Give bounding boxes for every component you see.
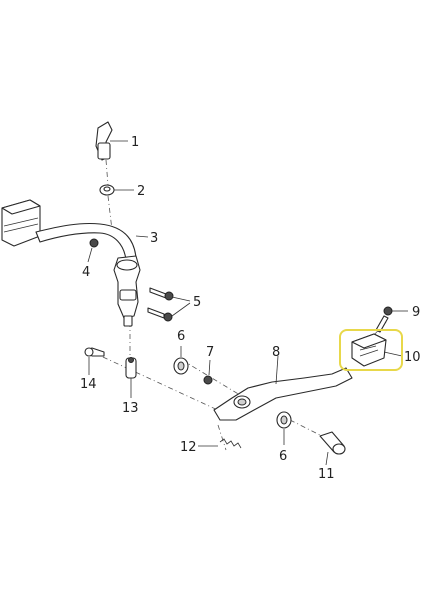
callout-labels: 1 2 3 4 5 6 7 8 9 10 6 11 12 13 14 [80, 135, 421, 482]
pedal-pad-part [351, 333, 403, 367]
callout-5: 5 [193, 295, 201, 310]
washer-part [99, 184, 134, 196]
master-cylinder-part [113, 255, 141, 327]
bolt-14-part [84, 347, 105, 375]
callout-6-upper: 6 [177, 329, 185, 344]
callout-12: 12 [180, 440, 197, 455]
callout-1: 1 [131, 135, 139, 150]
pivot-bolt-part [319, 431, 346, 466]
nut-part [87, 238, 99, 263]
callout-4: 4 [82, 265, 90, 280]
bushing-upper-part [173, 346, 189, 375]
highlight-box [339, 329, 403, 371]
callout-6-lower: 6 [279, 449, 287, 464]
brake-pedal-lever-part [213, 355, 353, 421]
mounting-bolts-part [147, 287, 191, 322]
screw-part [375, 306, 408, 333]
hose-fitting-part [95, 121, 128, 161]
spacer-part [203, 359, 213, 385]
callout-3: 3 [150, 231, 158, 246]
return-spring-part [198, 438, 242, 449]
reservoir-part [1, 199, 41, 247]
callout-8: 8 [272, 345, 280, 360]
callout-13: 13 [122, 401, 139, 416]
callout-11: 11 [318, 467, 335, 482]
clevis-pin-part [125, 357, 137, 398]
callout-10: 10 [404, 350, 421, 365]
callout-7: 7 [206, 345, 214, 360]
callout-9: 9 [412, 305, 420, 320]
callout-2: 2 [137, 184, 145, 199]
bushing-lower-part [276, 411, 292, 445]
callout-14: 14 [80, 377, 97, 392]
